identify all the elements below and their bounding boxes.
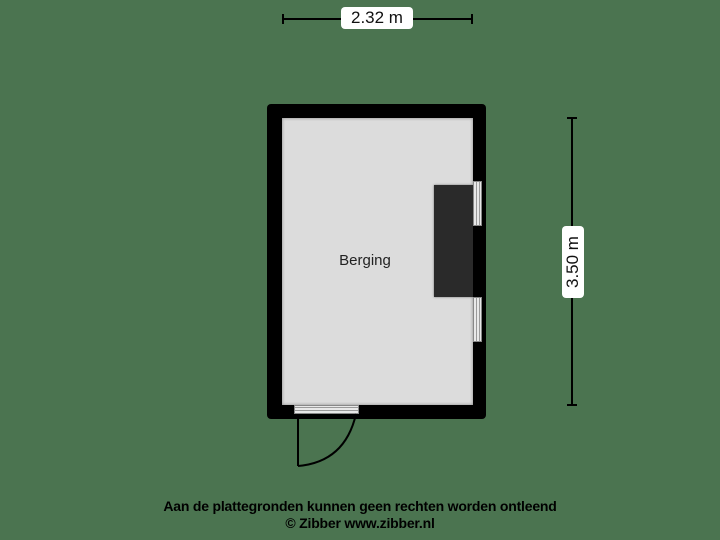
width-dimension-tick-left — [282, 14, 284, 24]
width-dimension-tick-right — [471, 14, 473, 24]
width-dimension-label: 2.32 m — [341, 7, 413, 29]
window-right-upper — [473, 181, 482, 226]
height-dimension-tick-bottom — [567, 404, 577, 406]
room-label: Berging — [339, 252, 391, 269]
cabinet — [434, 185, 473, 297]
door-frame-bottom — [294, 405, 359, 414]
door-swing-icon — [297, 413, 357, 467]
height-dimension-label: 3.50 m — [562, 226, 584, 298]
footer-copyright: © Zibber www.zibber.nl — [285, 515, 435, 531]
footer-disclaimer: Aan de plattegronden kunnen geen rechten… — [163, 498, 557, 514]
height-dimension-tick-top — [567, 117, 577, 119]
window-right-lower — [473, 297, 482, 342]
